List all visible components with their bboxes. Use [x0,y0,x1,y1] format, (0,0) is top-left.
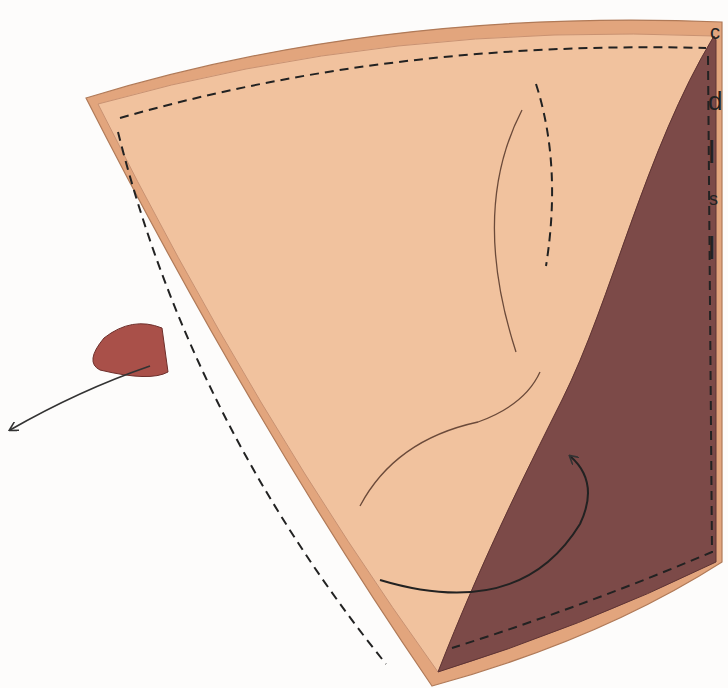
stitch-line [118,132,386,664]
fold-line [360,372,540,506]
margin-text: l [708,232,715,264]
pull-arrow [10,366,150,430]
stitch-line [452,56,712,648]
margin-text: d [708,88,722,114]
margin-text: c [710,22,720,42]
margin-text: l [708,136,715,168]
stitch-line [120,47,706,118]
margin-text: s [709,190,718,208]
turned-corner [93,324,168,377]
fabric-wrong-side [438,36,716,672]
turn-arrow [380,456,588,593]
stitch-line [536,84,552,266]
fabric-edge [86,20,722,686]
fold-line [494,110,522,352]
